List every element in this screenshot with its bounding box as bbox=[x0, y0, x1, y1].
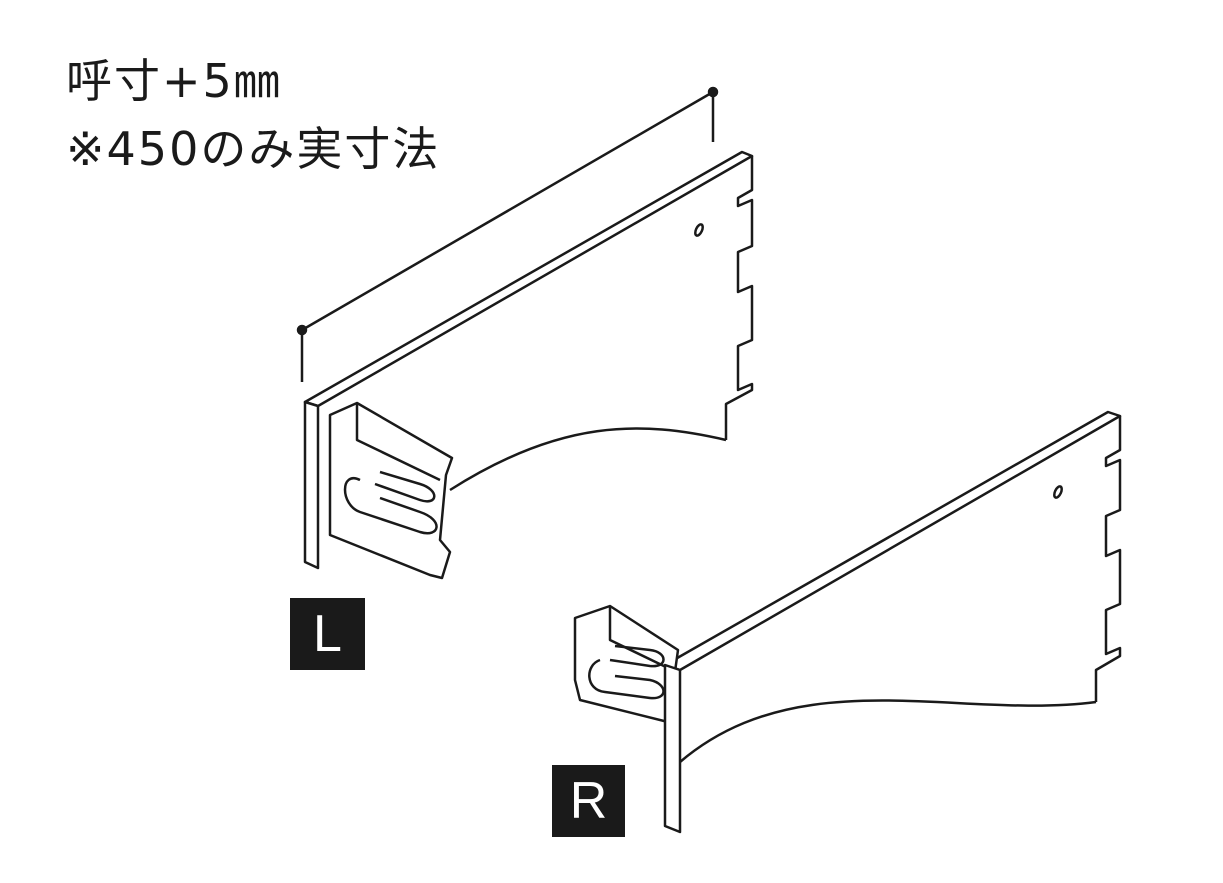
left-label-badge: L bbox=[290, 598, 365, 670]
left-bracket bbox=[303, 150, 754, 580]
dimension-line bbox=[296, 86, 719, 382]
right-label-badge: R bbox=[552, 765, 625, 837]
dimension-note: 呼寸+5㎜ bbox=[66, 54, 282, 108]
right-bracket bbox=[573, 410, 1122, 834]
footnote: ※450のみ実寸法 bbox=[66, 122, 441, 176]
